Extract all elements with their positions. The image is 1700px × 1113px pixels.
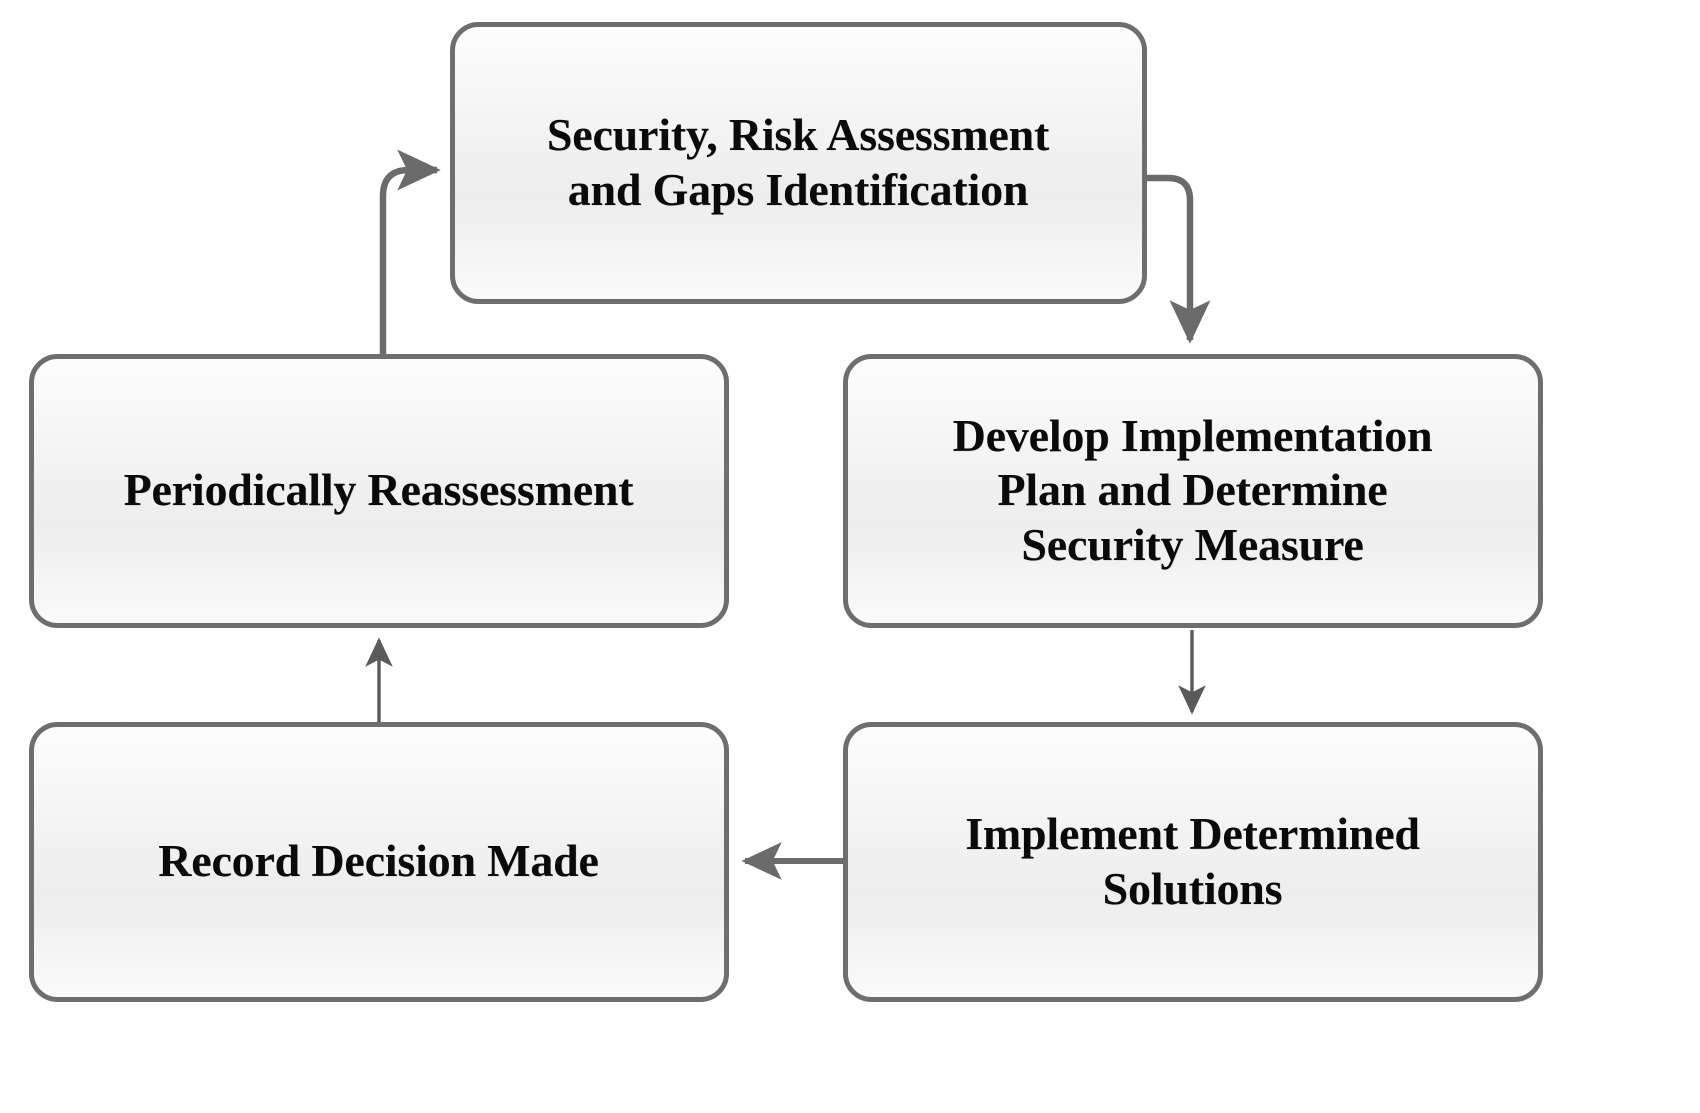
node-box-develop-implementation-plan[interactable] <box>843 354 1543 628</box>
node-security-risk-assessment[interactable] <box>452 24 1144 301</box>
node-box-implement-determined-solutions[interactable] <box>843 722 1543 1002</box>
node-box-periodically-reassessment[interactable] <box>29 354 729 628</box>
node-periodically-reassessment[interactable] <box>31 356 726 625</box>
node-develop-implementation-plan[interactable] <box>845 356 1540 625</box>
edge-assessment-to-plan <box>1147 174 1211 344</box>
node-record-decision-made[interactable] <box>31 724 726 999</box>
node-layer <box>29 22 1543 1002</box>
node-implement-determined-solutions[interactable] <box>845 724 1540 999</box>
edge-reassessment-to-assessment <box>379 149 441 360</box>
node-box-security-risk-assessment[interactable] <box>450 22 1147 304</box>
edge-layer <box>365 149 1211 880</box>
node-box-record-decision-made[interactable] <box>29 722 729 1002</box>
